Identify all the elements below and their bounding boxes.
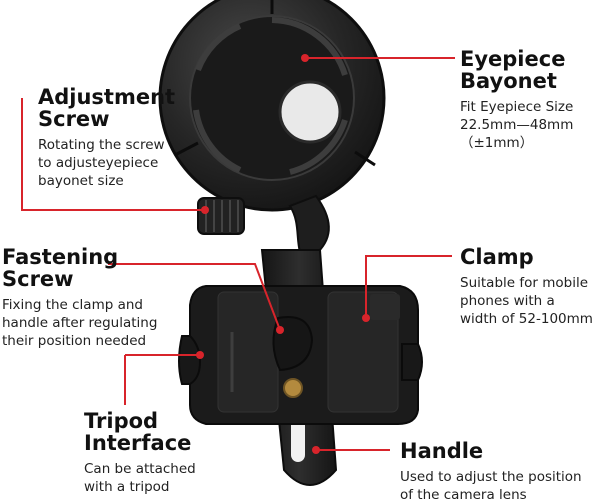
callout-desc: Rotating the screw to adjusteyepiece bay… [38, 137, 165, 189]
leader-dots [196, 54, 370, 454]
brass-insert [283, 378, 303, 398]
bracket-arm [288, 194, 330, 253]
callout-desc: Fixing the clamp and handle after regula… [2, 297, 158, 349]
callout-desc: Suitable for mobile phones with a width … [460, 275, 593, 327]
callout-tripod-interface: Tripod Interface Can be attached with a … [84, 410, 244, 496]
callout-desc: Used to adjust the position of the camer… [400, 469, 582, 503]
callout-title: Tripod Interface [84, 409, 192, 455]
callout-clamp: Clamp Suitable for mobile phones with a … [460, 246, 598, 328]
eyepiece-bayonet-ring [158, 0, 386, 212]
callout-eyepiece-bayonet: Eyepiece Bayonet Fit Eyepiece Size 22.5m… [460, 48, 596, 152]
callout-fastening-screw: Fastening Screw Fixing the clamp and han… [2, 246, 182, 350]
callout-adjustment-screw: Adjustment Screw Rotating the screw to a… [38, 86, 208, 190]
callout-handle: Handle Used to adjust the position of th… [400, 440, 598, 504]
callout-title: Handle [400, 439, 484, 463]
clamp-side-knob [401, 343, 423, 381]
leader-lines [21, 57, 455, 451]
adjustment-screw-knob [197, 197, 245, 235]
callout-title: Eyepiece Bayonet [460, 47, 566, 93]
callout-title: Fastening Screw [2, 245, 119, 291]
callout-desc: Can be attached with a tripod [84, 461, 196, 495]
callout-desc: Fit Eyepiece Size 22.5mm—48mm （±1mm） [460, 99, 574, 151]
tripod-side-knob [178, 335, 202, 385]
callout-title: Clamp [460, 245, 534, 269]
callout-title: Adjustment Screw [38, 85, 176, 131]
clamp-body [189, 285, 419, 425]
